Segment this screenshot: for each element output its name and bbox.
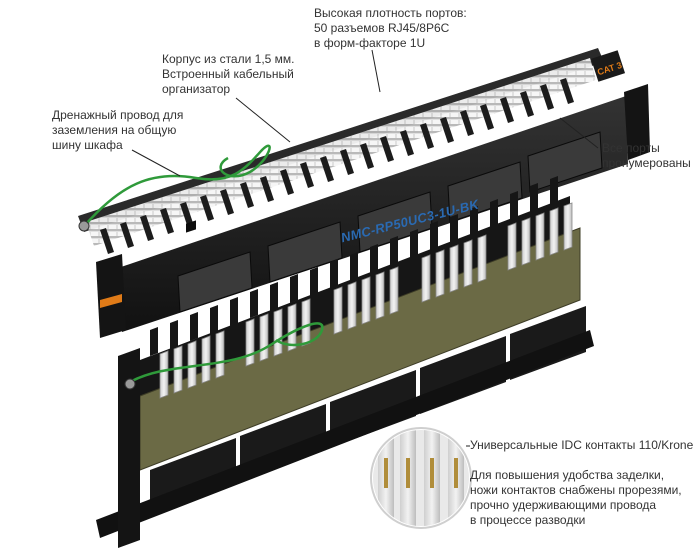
- callout-steel-housing: Корпус из стали 1,5 мм. Встроенный кабел…: [162, 52, 295, 96]
- rj45-port-holes: [186, 220, 196, 233]
- category-badge: CAT 3: [590, 50, 626, 82]
- bottom-base-plate: [96, 330, 594, 538]
- bottom-panel: [96, 176, 594, 548]
- callout-idc-title: Универсальные IDC контакты 110/Krone: [470, 438, 694, 452]
- bottom-ground-screw: [124, 378, 136, 390]
- top-ground-wire: [85, 144, 271, 225]
- callout-idc-description: Для повышения удобства заделки, ножи кон…: [470, 468, 682, 527]
- bottom-comb-teeth: [150, 176, 558, 356]
- rj45-port-groups: [177, 131, 603, 313]
- callout-port-density: Высокая плотность портов: 50 разъемов RJ…: [314, 6, 467, 50]
- callout-numbered-ports: Все порты пронумерованы: [602, 141, 691, 170]
- callout-drain-wire: Дренажный провод для заземления на общую…: [52, 108, 184, 152]
- right-rack-ear: [624, 84, 650, 160]
- top-panel: CAT 3: [78, 48, 650, 338]
- top-ground-screw: [78, 220, 90, 232]
- top-comb-teeth: [100, 78, 574, 254]
- leader-lines: [131, 49, 599, 447]
- idc-magnifier: [370, 427, 472, 529]
- left-rack-ear: [96, 254, 126, 338]
- bottom-ground-wire: [129, 322, 324, 384]
- brand-label: [100, 294, 122, 308]
- bottom-rack-ear: [118, 348, 140, 548]
